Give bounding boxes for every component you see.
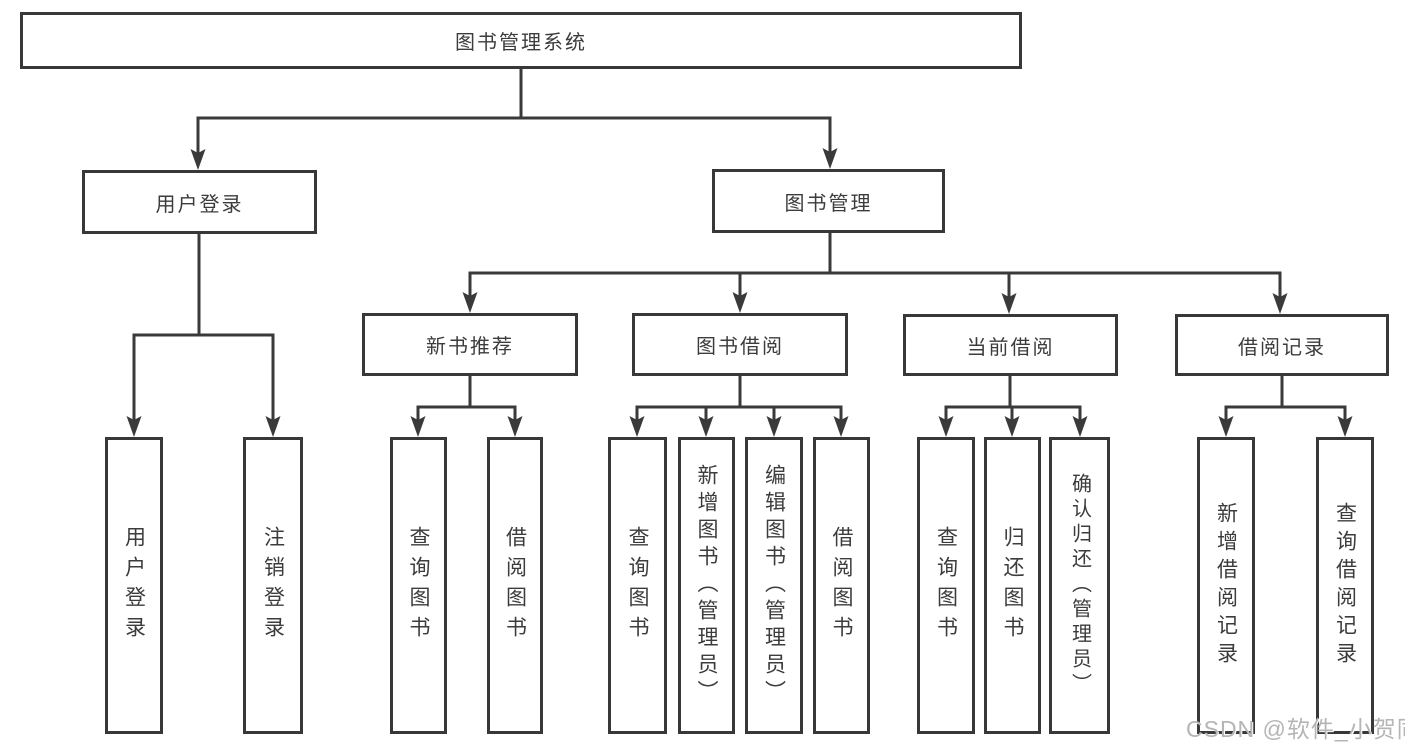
leaf-confirm-return-admin: 确认归还（管理员） [1049,437,1110,734]
leaf-add-borrow-record: 新增借阅记录 [1197,437,1255,734]
leaf-label: 确认归还（管理员） [1068,473,1091,698]
leaf-label: 归还图书 [1001,525,1024,646]
leaf-label: 注销登录 [261,525,285,646]
leaf-edit-book-admin: 编辑图书（管理员） [745,437,803,734]
leaf-label: 查询图书 [407,525,430,646]
leaf-query-borrow-record: 查询借阅记录 [1316,437,1374,734]
leaf-label: 查询借阅记录 [1333,501,1357,670]
leaf-logout: 注销登录 [243,437,303,734]
leaf-user-login: 用户登录 [105,437,163,734]
arrowheads [126,148,1353,437]
node-book-management-branch: 图书管理 [712,169,945,233]
leaf-label: 查询图书 [934,525,958,646]
leaf-query-books-1: 查询图书 [390,437,447,734]
leaf-query-books-2: 查询图书 [608,437,667,734]
node-new-book-recommendation: 新书推荐 [362,313,578,376]
node-current-borrowing: 当前借阅 [903,314,1118,376]
leaf-label: 查询图书 [626,525,649,646]
leaf-label: 新增图书（管理员） [695,464,718,707]
leaf-label: 新增借阅记录 [1214,501,1238,670]
leaf-label: 用户登录 [122,525,146,646]
leaf-return-books: 归还图书 [984,437,1041,734]
leaf-label: 借阅图书 [503,525,527,646]
leaf-label: 编辑图书（管理员） [762,464,786,707]
leaf-borrow-books-1: 借阅图书 [487,437,543,734]
csdn-watermark: CSDN @软件_小贺同学 [1186,716,1405,742]
leaf-add-book-admin: 新增图书（管理员） [678,437,735,734]
node-book-borrowing: 图书借阅 [632,313,848,376]
leaf-borrow-books-2: 借阅图书 [813,437,870,734]
leaf-label: 借阅图书 [830,525,853,646]
node-borrowing-records: 借阅记录 [1175,314,1389,376]
leaf-query-books-3: 查询图书 [917,437,975,734]
node-library-management-system: 图书管理系统 [20,12,1022,69]
node-user-login-branch: 用户登录 [82,170,317,234]
